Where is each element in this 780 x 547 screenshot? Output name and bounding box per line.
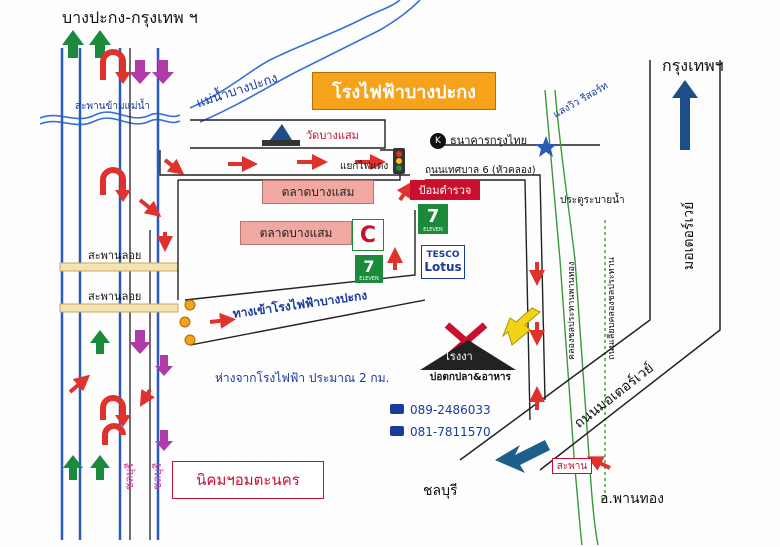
police-box: ป้อมตำรวจ	[410, 180, 480, 200]
motorway-arrow-down	[495, 440, 550, 473]
store-711-sub-right: ELEVEN	[423, 226, 443, 233]
water-gate-label: ประตูระบายน้ำ	[560, 195, 625, 206]
bank-label: ธนาคารกรุงไทย	[450, 134, 528, 147]
local-roads	[159, 119, 600, 421]
u-turn-arrows	[100, 49, 126, 445]
store-c-logo: C	[352, 219, 384, 251]
estate-label: นิคมฯอมตะนคร	[196, 471, 300, 489]
store-711-logo-left: 7 ELEVEN	[355, 255, 383, 283]
power-plant-box: โรงไฟฟ้าบางปะกง	[312, 72, 496, 110]
chonburi-pink-label-1: ชลบุรี	[123, 462, 136, 490]
entrance-dots	[179, 299, 196, 346]
pink-arrows	[129, 60, 174, 451]
canal	[544, 89, 606, 546]
chonburi-label: ชลบุรี	[423, 483, 458, 499]
store-711-logo-right: 7 ELEVEN	[418, 204, 448, 234]
motorway-arrow-up	[672, 80, 698, 150]
highway	[60, 48, 160, 540]
wat-label: วัดบางแสม	[306, 129, 359, 142]
market2-label: ตลาดบางแสม	[259, 225, 333, 240]
road6-label: ถนนเทศบาล 6 (หัวคลอง)	[425, 165, 536, 176]
red-arrows	[68, 154, 611, 471]
tesco-logo: TESCO Lotus	[421, 245, 465, 279]
bank-logo-icon: K	[430, 133, 446, 149]
traffic-light	[393, 148, 405, 174]
store-711-num: 7	[363, 256, 375, 276]
temple-base	[262, 140, 300, 146]
market2-box: ตลาดบางแสม	[240, 221, 352, 245]
market1-box: ตลาดบางแสม	[262, 180, 374, 204]
small-bridge-label: สะพาน	[556, 460, 588, 472]
highway-inner	[129, 48, 151, 540]
phone1-label: 089-2486033	[410, 403, 491, 417]
estate-box: นิคมฯอมตะนคร	[172, 461, 324, 499]
small-bridge-box: สะพาน	[552, 458, 592, 474]
tesco-label: TESCO	[426, 250, 460, 260]
phone-icons	[390, 404, 404, 436]
overpass-label-2: สะพานลอย	[88, 290, 142, 303]
factory-sub-label: บ่อตกปลา&อาหาร	[430, 372, 511, 383]
store-711-sub: ELEVEN	[359, 275, 379, 282]
temple-icon	[270, 124, 292, 140]
police-label: ป้อมตำรวจ	[418, 184, 472, 197]
market1-label: ตลาดบางแสม	[281, 184, 355, 199]
canal-road1-label: คลองชลประทานพานทอง	[567, 261, 577, 360]
factory-logo	[420, 322, 516, 370]
panthong-label: อ.พานทอง	[600, 491, 664, 507]
green-arrows	[62, 30, 111, 480]
factory-pointer-arrow	[501, 307, 541, 346]
lotus-label: Lotus	[424, 260, 462, 274]
store-711-num-right: 7	[426, 205, 440, 227]
u-turn-heads	[115, 72, 131, 427]
motorway-upper-label: มอเตอร์เวย์	[681, 201, 697, 270]
motorway	[459, 60, 721, 471]
distance-label: ห่างจากโรงไฟฟ้า ประมาณ 2 กม.	[215, 371, 390, 385]
bangkok-label: กรุงเทพฯ	[662, 56, 724, 75]
top-route-label: บางปะกง-กรุงเทพ ฯ	[62, 8, 198, 27]
canal-road2-label: ถนนเลียบคลองชลประทาน	[607, 257, 617, 360]
resort-star-icon	[535, 136, 557, 157]
factory-name-label: โรงงา	[444, 350, 473, 363]
chonburi-pink-label-2: ชลบุรี	[151, 462, 164, 490]
phone2-label: 081-7811570	[410, 425, 491, 439]
traffic-light-label: แยกไฟแดง	[340, 161, 389, 172]
bridge-top-label: สะพานข้ามแม่น้ำ	[75, 101, 151, 112]
power-plant-label: โรงไฟฟ้าบางปะกง	[332, 81, 476, 103]
overpass-label-1: สะพานลอย	[88, 249, 142, 262]
